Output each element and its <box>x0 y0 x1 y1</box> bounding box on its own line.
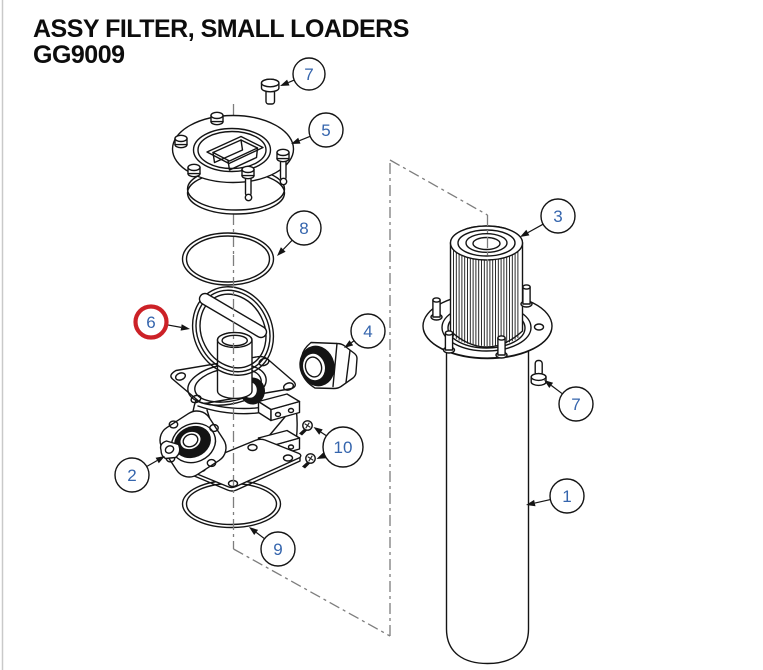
highlight-ring <box>133 304 169 340</box>
callout-number: 10 <box>334 438 353 457</box>
callout-number: 8 <box>299 219 308 238</box>
leader-arrow-icon <box>291 137 301 144</box>
leader-arrow-icon <box>155 456 165 464</box>
part-mounting-bolt-7-left <box>260 78 280 105</box>
leader-arrow-icon <box>526 499 536 507</box>
balloon-circle <box>114 457 150 493</box>
callout-8[interactable]: 8 <box>277 210 322 256</box>
filter-pleats <box>453 249 519 346</box>
leader-arrow-icon <box>180 324 190 331</box>
balloon-circle <box>540 198 576 234</box>
callout-9[interactable]: 9 <box>249 527 296 567</box>
leader-arrow-icon <box>249 527 259 535</box>
callout-2[interactable]: 2 <box>114 456 165 493</box>
callout-number: 5 <box>321 121 330 140</box>
leader-arrow-icon <box>280 79 290 86</box>
leader-arrow-icon <box>344 340 354 348</box>
callout-number: 9 <box>273 540 282 559</box>
balloon-circle <box>260 531 296 567</box>
callout-7[interactable]: 7 <box>280 57 326 91</box>
centerline-front <box>232 159 489 637</box>
balloon-circle <box>292 57 326 91</box>
callout-number: 1 <box>562 487 571 506</box>
drawing-number: GG9009 <box>33 41 125 69</box>
balloon-circle <box>350 313 386 349</box>
part-screws-10 <box>298 420 316 470</box>
leader-arrow-icon <box>313 427 323 435</box>
callout-7[interactable]: 7 <box>544 380 594 422</box>
callout-number: 3 <box>553 207 562 226</box>
balloon-circle <box>308 112 344 148</box>
leader-arrow-icon <box>277 247 286 256</box>
callout-number: 7 <box>571 395 580 414</box>
leader-arrow-icon <box>520 229 530 237</box>
balloon-circle <box>322 426 364 468</box>
balloon-circle <box>286 210 322 246</box>
part-canister-1 <box>445 351 530 665</box>
leader-arrow-icon <box>544 380 554 388</box>
head-mount-block-upper <box>257 393 301 422</box>
callout-3[interactable]: 3 <box>520 198 576 237</box>
drawing-title: ASSY FILTER, SMALL LOADERS <box>33 15 409 43</box>
callout-5[interactable]: 5 <box>291 112 344 148</box>
part-filter-head-2 <box>159 331 302 492</box>
callout-number: 6 <box>146 313 155 332</box>
part-mounting-bolt-7-right <box>530 359 547 387</box>
balloon-circle <box>549 478 585 514</box>
callout-6-highlighted[interactable]: 6 <box>133 304 191 340</box>
part-filter-element-3 <box>430 225 533 359</box>
callout-number: 4 <box>363 322 372 341</box>
callout-4[interactable]: 4 <box>344 313 386 349</box>
part-oring-8 <box>181 232 275 286</box>
callout-1[interactable]: 1 <box>526 478 585 514</box>
callout-number: 2 <box>127 466 136 485</box>
callout-number: 7 <box>304 65 313 84</box>
balloon-circle <box>558 386 594 422</box>
part-fitting-4 <box>299 341 358 390</box>
callout-10[interactable]: 10 <box>313 426 364 468</box>
part-cover-5 <box>171 111 295 215</box>
